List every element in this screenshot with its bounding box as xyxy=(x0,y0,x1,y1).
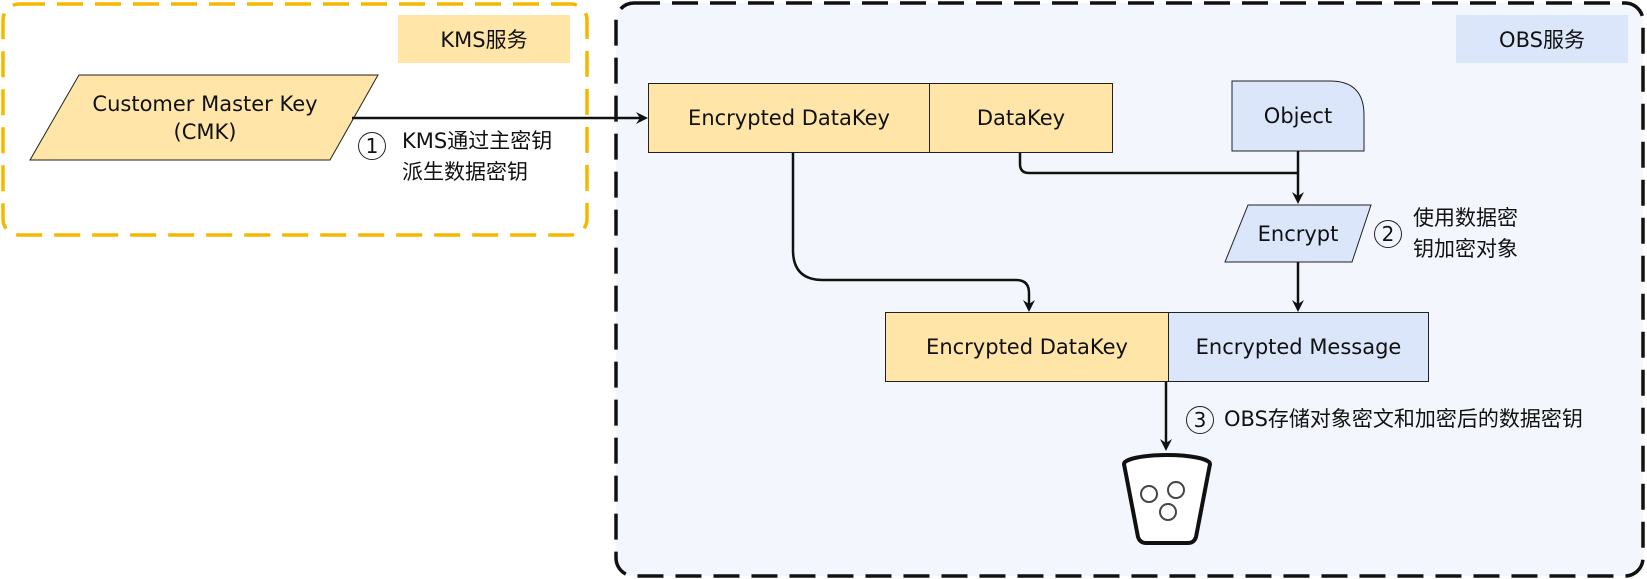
step-2-line2: 钥加密对象 xyxy=(1413,237,1518,261)
connector-datakey-to-encrypt xyxy=(1018,153,1298,175)
step-3-note: OBS存储对象密文和加密后的数据密钥 xyxy=(1224,404,1583,435)
bottom-encrypted-datakey-label: Encrypted DataKey xyxy=(926,335,1128,359)
step-2-badge: 2 xyxy=(1374,220,1402,248)
step-1-badge: 1 xyxy=(358,132,386,160)
encrypt-label: Encrypt xyxy=(1238,220,1358,248)
bottom-encrypted-datakey: Encrypted DataKey xyxy=(885,312,1169,382)
encrypt-label-text: Encrypt xyxy=(1257,222,1339,246)
step-1-line1: KMS通过主密钥 xyxy=(402,129,553,153)
cmk-label-line1: Customer Master Key xyxy=(92,92,318,116)
encrypt-shape xyxy=(1224,204,1372,263)
step-1-number: 1 xyxy=(365,134,379,158)
cmk-label: Customer Master Key (CMK) xyxy=(70,90,340,146)
object-shape xyxy=(1231,80,1365,152)
step-2-note: 使用数据密 钥加密对象 xyxy=(1413,203,1518,265)
object-label-text: Object xyxy=(1263,104,1333,128)
step-1-note: KMS通过主密钥 派生数据密钥 xyxy=(402,126,552,188)
step-1-line2: 派生数据密钥 xyxy=(402,160,528,184)
top-encrypted-datakey: Encrypted DataKey xyxy=(648,83,930,153)
arrowhead-message xyxy=(1292,300,1304,312)
kms-region-border xyxy=(1,2,589,237)
top-datakey-label: DataKey xyxy=(976,106,1066,130)
bucket-icon xyxy=(1122,453,1212,545)
cmk-label-line2: (CMK) xyxy=(173,120,237,144)
bottom-encrypted-message: Encrypted Message xyxy=(1168,312,1429,382)
step-2-number: 2 xyxy=(1381,222,1395,246)
step-2-line1: 使用数据密 xyxy=(1413,206,1518,230)
cmk-shape xyxy=(29,74,379,161)
top-encrypted-datakey-label: Encrypted DataKey xyxy=(688,106,890,130)
step-3-badge: 3 xyxy=(1186,406,1214,434)
kms-region-label-text: KMS服务 xyxy=(440,28,528,52)
obs-region-label: OBS服务 xyxy=(1456,15,1628,63)
step-3-line1: OBS存储对象密文和加密后的数据密钥 xyxy=(1224,407,1583,431)
step-3-number: 3 xyxy=(1193,408,1207,432)
arrowhead-bucket xyxy=(1160,439,1172,451)
obs-region-label-text: OBS服务 xyxy=(1499,28,1585,52)
arrowhead-cmk xyxy=(636,112,648,124)
arrowhead-bottom-key xyxy=(1023,300,1035,312)
connector-key-to-bottom xyxy=(791,153,1031,304)
arrowhead-encrypt xyxy=(1292,192,1304,204)
bottom-encrypted-message-label: Encrypted Message xyxy=(1195,335,1402,359)
kms-region-label: KMS服务 xyxy=(398,15,570,63)
top-datakey: DataKey xyxy=(929,83,1113,153)
object-label: Object xyxy=(1232,102,1364,130)
